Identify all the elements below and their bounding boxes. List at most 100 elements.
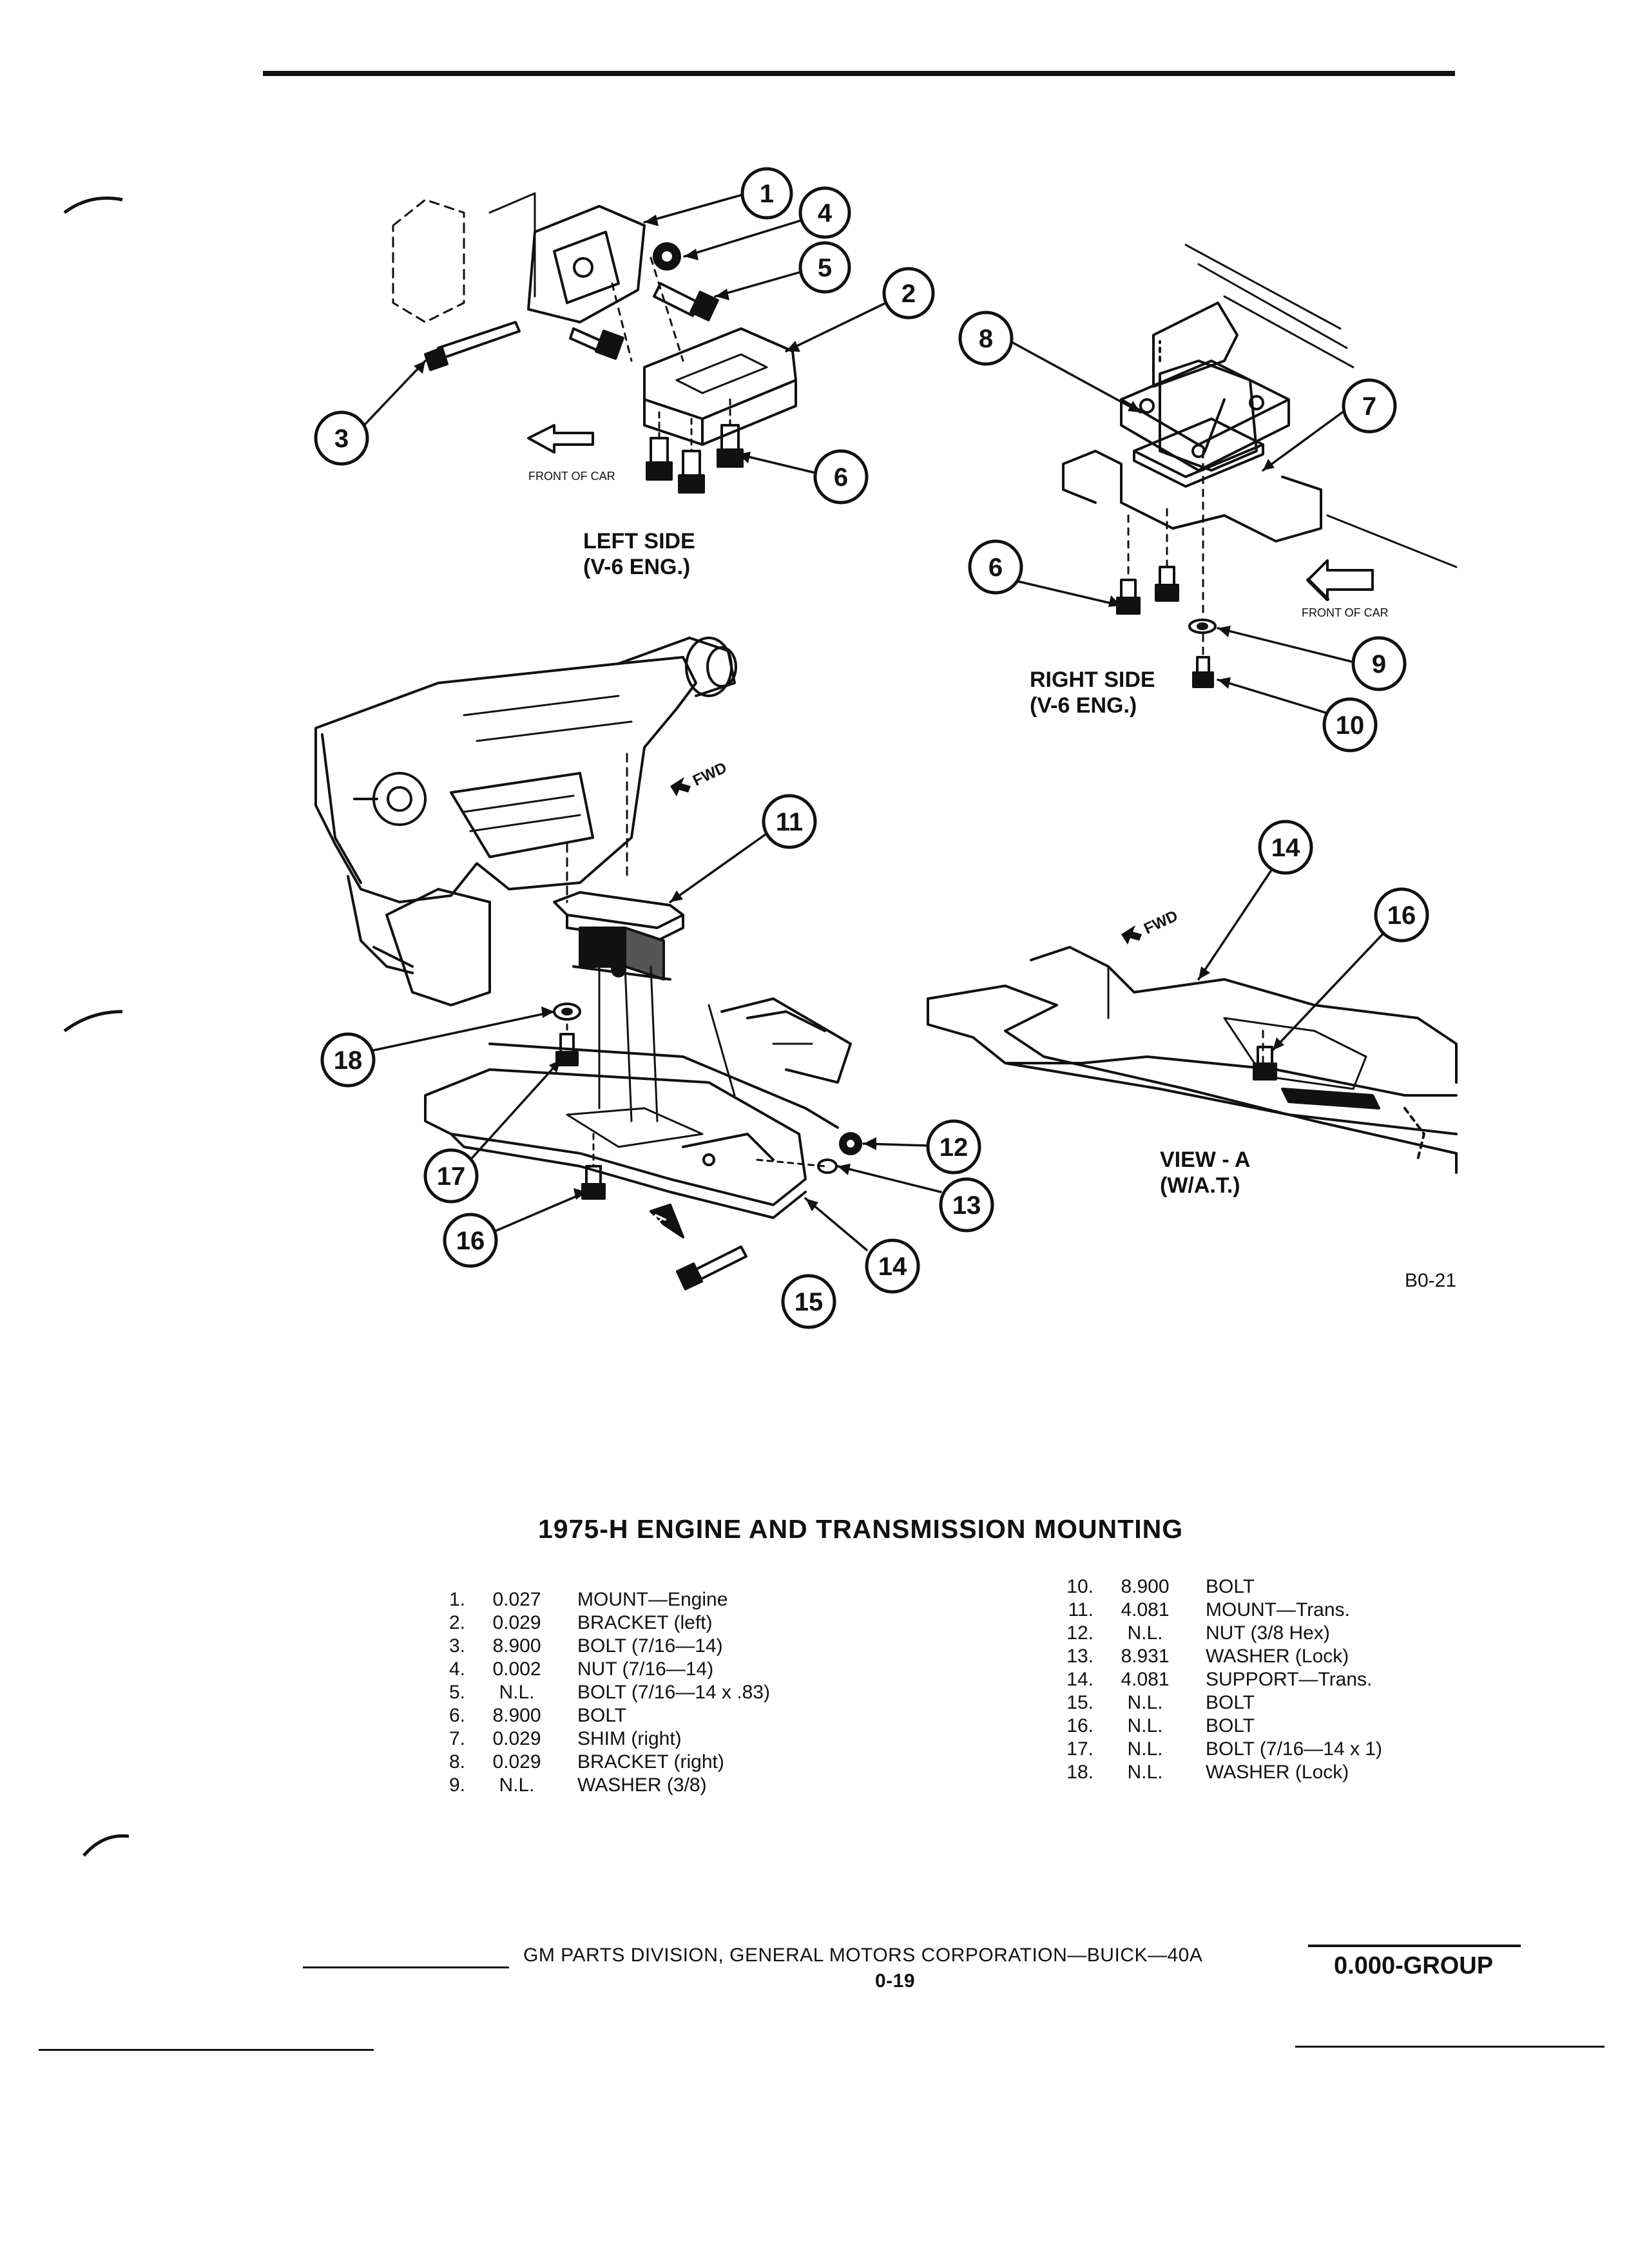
part-number: 1. (448, 1589, 465, 1610)
callout-label: 14 (878, 1253, 907, 1281)
margin-marks (63, 197, 129, 1857)
part-description: BOLT (1206, 1576, 1255, 1597)
parts-row: 14. 4.081 SUPPORT—Trans. (1066, 1668, 1382, 1691)
part-description: BRACKET (left) (577, 1612, 713, 1633)
part-number: 13. (1066, 1646, 1094, 1667)
part-number: 2. (448, 1612, 465, 1633)
catalog-code: 0.027 (492, 1589, 541, 1610)
view-a-label-line2: (W/A.T.) (1160, 1173, 1240, 1198)
fwd-arrow-view-a (1121, 925, 1142, 945)
view-a-illustration (927, 946, 1458, 1174)
part-description: MOUNT—Engine (577, 1589, 728, 1610)
catalog-code: 8.931 (1121, 1646, 1170, 1667)
front-of-car-right: FRONT OF CAR (1302, 606, 1389, 619)
callouts (314, 167, 1429, 1329)
view-a-label: VIEW - A (W/A.T.) (1160, 1147, 1250, 1198)
callout-7 (1342, 378, 1397, 434)
callout-1 (740, 167, 793, 220)
part-description: NUT (7/16—14) (577, 1658, 714, 1680)
parts-table-left: 1. 0.027 MOUNT—Engine 2. 0.029 BRACKET (left)… (438, 1588, 770, 1797)
parts-row: 12.N.L.NUT (3/8 Hex) (1066, 1622, 1382, 1645)
callout-label: 9 (1372, 650, 1386, 678)
callout-label: 11 (776, 808, 803, 836)
bottom-rule-right (1295, 2046, 1605, 2048)
callout-16b (443, 1213, 498, 1268)
part-number: 7. (448, 1728, 465, 1749)
catalog-code: 4.081 (1121, 1599, 1170, 1620)
callout-label: 5 (818, 254, 832, 282)
left-side-label-line1: LEFT SIDE (583, 529, 695, 553)
leader-arrowheads (414, 215, 1284, 1211)
footer-page-number: 0-19 (875, 1970, 916, 1992)
right-side-mount-illustration (1062, 244, 1458, 688)
callout-6a (813, 449, 869, 505)
catalog-code: 0.002 (492, 1658, 541, 1680)
part-number: 16. (1066, 1715, 1094, 1736)
callout-label: 16 (1387, 901, 1416, 930)
right-side-label-line2: (V-6 ENG.) (1030, 693, 1137, 718)
right-side-label: RIGHT SIDE (V-6 ENG.) (1030, 667, 1155, 718)
trans-fasteners (553, 1003, 862, 1291)
part-description: BOLT (7/16—14) (577, 1635, 723, 1657)
catalog-code: N.L. (1127, 1715, 1163, 1736)
parts-row: 9.N.L.WASHER (3/8) (438, 1774, 770, 1797)
part-description: BOLT (577, 1705, 627, 1726)
figure-code: B0-21 (1405, 1270, 1456, 1291)
part-description: WASHER (Lock) (1206, 1646, 1349, 1667)
left-side-label: LEFT SIDE (V-6 ENG.) (583, 528, 695, 580)
callout-label: 13 (952, 1191, 981, 1220)
view-a-label-line1: VIEW - A (1160, 1148, 1251, 1172)
callout-label: 6 (988, 553, 1003, 582)
callout-label: 7 (1362, 392, 1376, 421)
callout-label: 12 (940, 1133, 969, 1162)
callout-6b (968, 539, 1023, 595)
catalog-code: N.L. (1127, 1762, 1163, 1783)
callout-2 (882, 267, 935, 320)
callout-label: 1 (760, 180, 774, 208)
page-title: 1975-H ENGINE AND TRANSMISSION MOUNTING (538, 1514, 1184, 1544)
callout-label: 8 (979, 325, 993, 353)
fwd-label-view-a: FWD (1141, 907, 1181, 938)
right-side-label-line1: RIGHT SIDE (1030, 668, 1155, 692)
part-number: 4. (448, 1658, 465, 1680)
part-number: 10. (1066, 1576, 1094, 1597)
parts-list-left: 1. 0.027 MOUNT—Engine 2. 0.029 BRACKET (left)… (438, 1588, 770, 1797)
catalog-code: 0.029 (492, 1751, 541, 1773)
callout-label: 10 (1336, 711, 1365, 740)
callout-11 (762, 794, 817, 849)
catalog-code: N.L. (1127, 1738, 1163, 1760)
callout-8 (958, 311, 1014, 366)
part-number: 11. (1068, 1599, 1094, 1620)
trans-support-illustration (424, 997, 852, 1219)
trans-mount-illustration (553, 891, 684, 1122)
part-description: BOLT (1206, 1692, 1255, 1713)
part-description: BOLT (7/16—14 x .83) (577, 1682, 771, 1703)
part-number: 14. (1066, 1669, 1094, 1690)
callout-13 (939, 1177, 994, 1233)
parts-row: 15.N.L.BOLT (1066, 1691, 1382, 1715)
catalog-code: N.L. (499, 1774, 535, 1796)
callout-4 (798, 186, 851, 239)
catalog-code: 4.081 (1121, 1669, 1170, 1690)
catalog-code: 0.029 (492, 1612, 541, 1633)
part-number: 12. (1066, 1622, 1094, 1644)
catalog-code: 8.900 (492, 1635, 541, 1657)
part-description: BRACKET (right) (577, 1751, 724, 1773)
callout-15 (781, 1274, 836, 1329)
part-description: WASHER (Lock) (1206, 1762, 1349, 1783)
callout-10 (1322, 697, 1378, 753)
catalog-code: N.L. (1127, 1622, 1163, 1644)
parts-row: 5.N.L.BOLT (7/16—14 x .83) (438, 1681, 770, 1704)
fwd-label-trans: FWD (690, 759, 729, 790)
parts-row: 18.N.L.WASHER (Lock) (1066, 1761, 1382, 1784)
front-of-car-left: FRONT OF CAR (528, 470, 615, 483)
part-description: SUPPORT—Trans. (1206, 1669, 1373, 1690)
catalog-code: N.L. (1127, 1692, 1163, 1713)
catalog-code: 0.029 (492, 1728, 541, 1749)
part-description: BOLT (7/16—14 x 1) (1206, 1738, 1383, 1760)
mounting-diagram: 1 4 5 2 3 6 8 7 6 9 10 11 14 16 18 17 16… (314, 167, 1458, 1329)
parts-row: 17.N.L.BOLT (7/16—14 x 1) (1066, 1738, 1382, 1761)
